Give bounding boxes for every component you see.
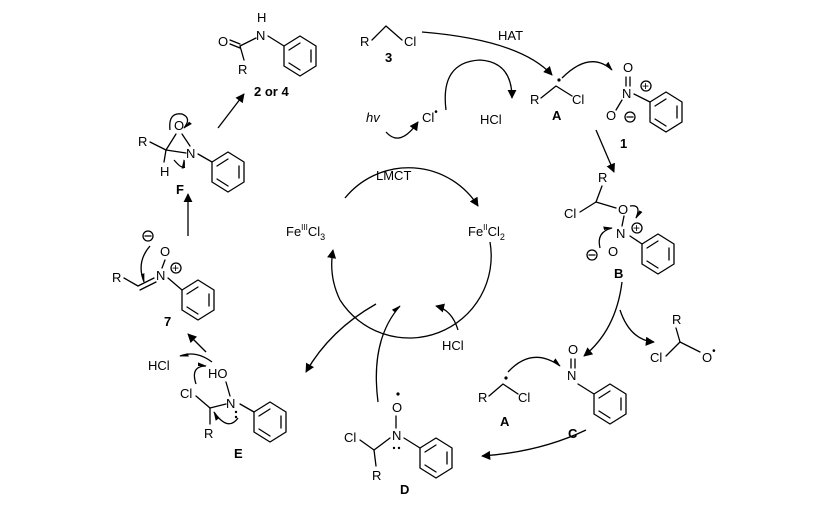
svg-text:+: + <box>172 261 179 275</box>
fe3-label: FeIIICl3 <box>286 223 325 242</box>
svg-text:O: O <box>606 108 616 123</box>
hv-label: hv <box>366 110 381 125</box>
D-label: D <box>400 482 409 497</box>
E-R: R <box>204 426 213 441</box>
F-label: F <box>176 182 184 197</box>
alkoxy-radical: R Cl O• <box>650 312 716 365</box>
svg-text:N: N <box>616 226 625 241</box>
svg-text:N: N <box>392 428 401 443</box>
svg-text:O: O <box>623 60 633 75</box>
radical-A: R Cl A <box>530 78 584 123</box>
svg-text:O: O <box>218 34 228 49</box>
B-R: R <box>598 170 607 185</box>
nitrobenzene-1-label: 1 <box>620 136 627 151</box>
E-HCl: HCl <box>148 358 170 373</box>
F-H: H <box>160 164 169 179</box>
svg-text:+: + <box>633 221 640 235</box>
B-Cl: Cl <box>564 206 576 221</box>
oxaziridine-F: R O N H F <box>138 113 245 197</box>
svg-text:N: N <box>156 268 165 283</box>
E-HO: HO <box>208 366 228 381</box>
nitrone-7-label: 7 <box>164 314 171 329</box>
svg-text:N: N <box>256 28 265 43</box>
svg-text:O: O <box>568 342 578 357</box>
D-Cl: Cl <box>344 430 356 445</box>
alkoxy-R: R <box>672 312 681 327</box>
F-R: R <box>138 134 147 149</box>
svg-text:+: + <box>642 79 649 93</box>
radical-A-second: R Cl A <box>478 376 530 429</box>
radical-A2-Cl: Cl <box>518 390 530 405</box>
intermediate-E: HCl HO N Cl R E <box>148 353 287 461</box>
amide-R: R <box>238 62 247 77</box>
hcl-in-label: HCl <box>442 338 464 353</box>
radical-A-R: R <box>530 92 539 107</box>
cl-radical: Cl• <box>422 107 438 125</box>
nitrone-7: O N + R 7 <box>112 230 215 329</box>
hat-label: HAT <box>498 28 523 43</box>
svg-text:O: O <box>608 244 618 259</box>
svg-text:N: N <box>226 396 235 411</box>
lmct-cycle: LMCT FeIIICl3 FeIICl2 <box>286 167 505 339</box>
C-label: C <box>568 426 578 441</box>
radical-A2-R: R <box>478 390 487 405</box>
reagent-3: R Cl 3 <box>360 25 416 65</box>
nitrone-R: R <box>112 270 121 285</box>
fe2-label: FeIICl2 <box>468 223 505 242</box>
svg-text:O: O <box>392 400 402 415</box>
hcl-byproduct: HCl <box>480 112 502 127</box>
amide-product: O R H N 2 or 4 <box>218 10 317 99</box>
reagent-3-R: R <box>360 34 369 49</box>
B-label: B <box>614 266 623 281</box>
reagent-3-Cl: Cl <box>404 34 416 49</box>
hv-arrow: hv Cl• <box>366 107 438 139</box>
intermediate-B: R Cl O N + O B <box>564 170 675 281</box>
radical-A-Cl: Cl <box>572 92 584 107</box>
nitroso-C: O N C <box>567 342 627 441</box>
radical-A-label: A <box>552 108 562 123</box>
D-R: R <box>372 468 381 483</box>
amide-label: 2 or 4 <box>254 84 289 99</box>
E-label: E <box>234 446 243 461</box>
svg-text:O: O <box>160 244 170 259</box>
svg-text:H: H <box>257 10 266 25</box>
alkoxy-Cl: Cl <box>650 350 662 365</box>
svg-text:O: O <box>618 202 628 217</box>
intermediate-D: O N Cl R D <box>344 392 453 497</box>
reagent-3-number: 3 <box>385 50 392 65</box>
radical-A2-label: A <box>500 414 510 429</box>
svg-text:O: O <box>174 118 184 133</box>
svg-text:N: N <box>622 86 631 101</box>
nitrobenzene-1: O N + O 1 <box>606 60 683 151</box>
E-Cl: Cl <box>180 386 192 401</box>
svg-text:N: N <box>567 368 576 383</box>
svg-text:N: N <box>186 146 195 161</box>
svg-text:O•: O• <box>702 346 716 365</box>
lmct-label: LMCT <box>376 168 411 183</box>
